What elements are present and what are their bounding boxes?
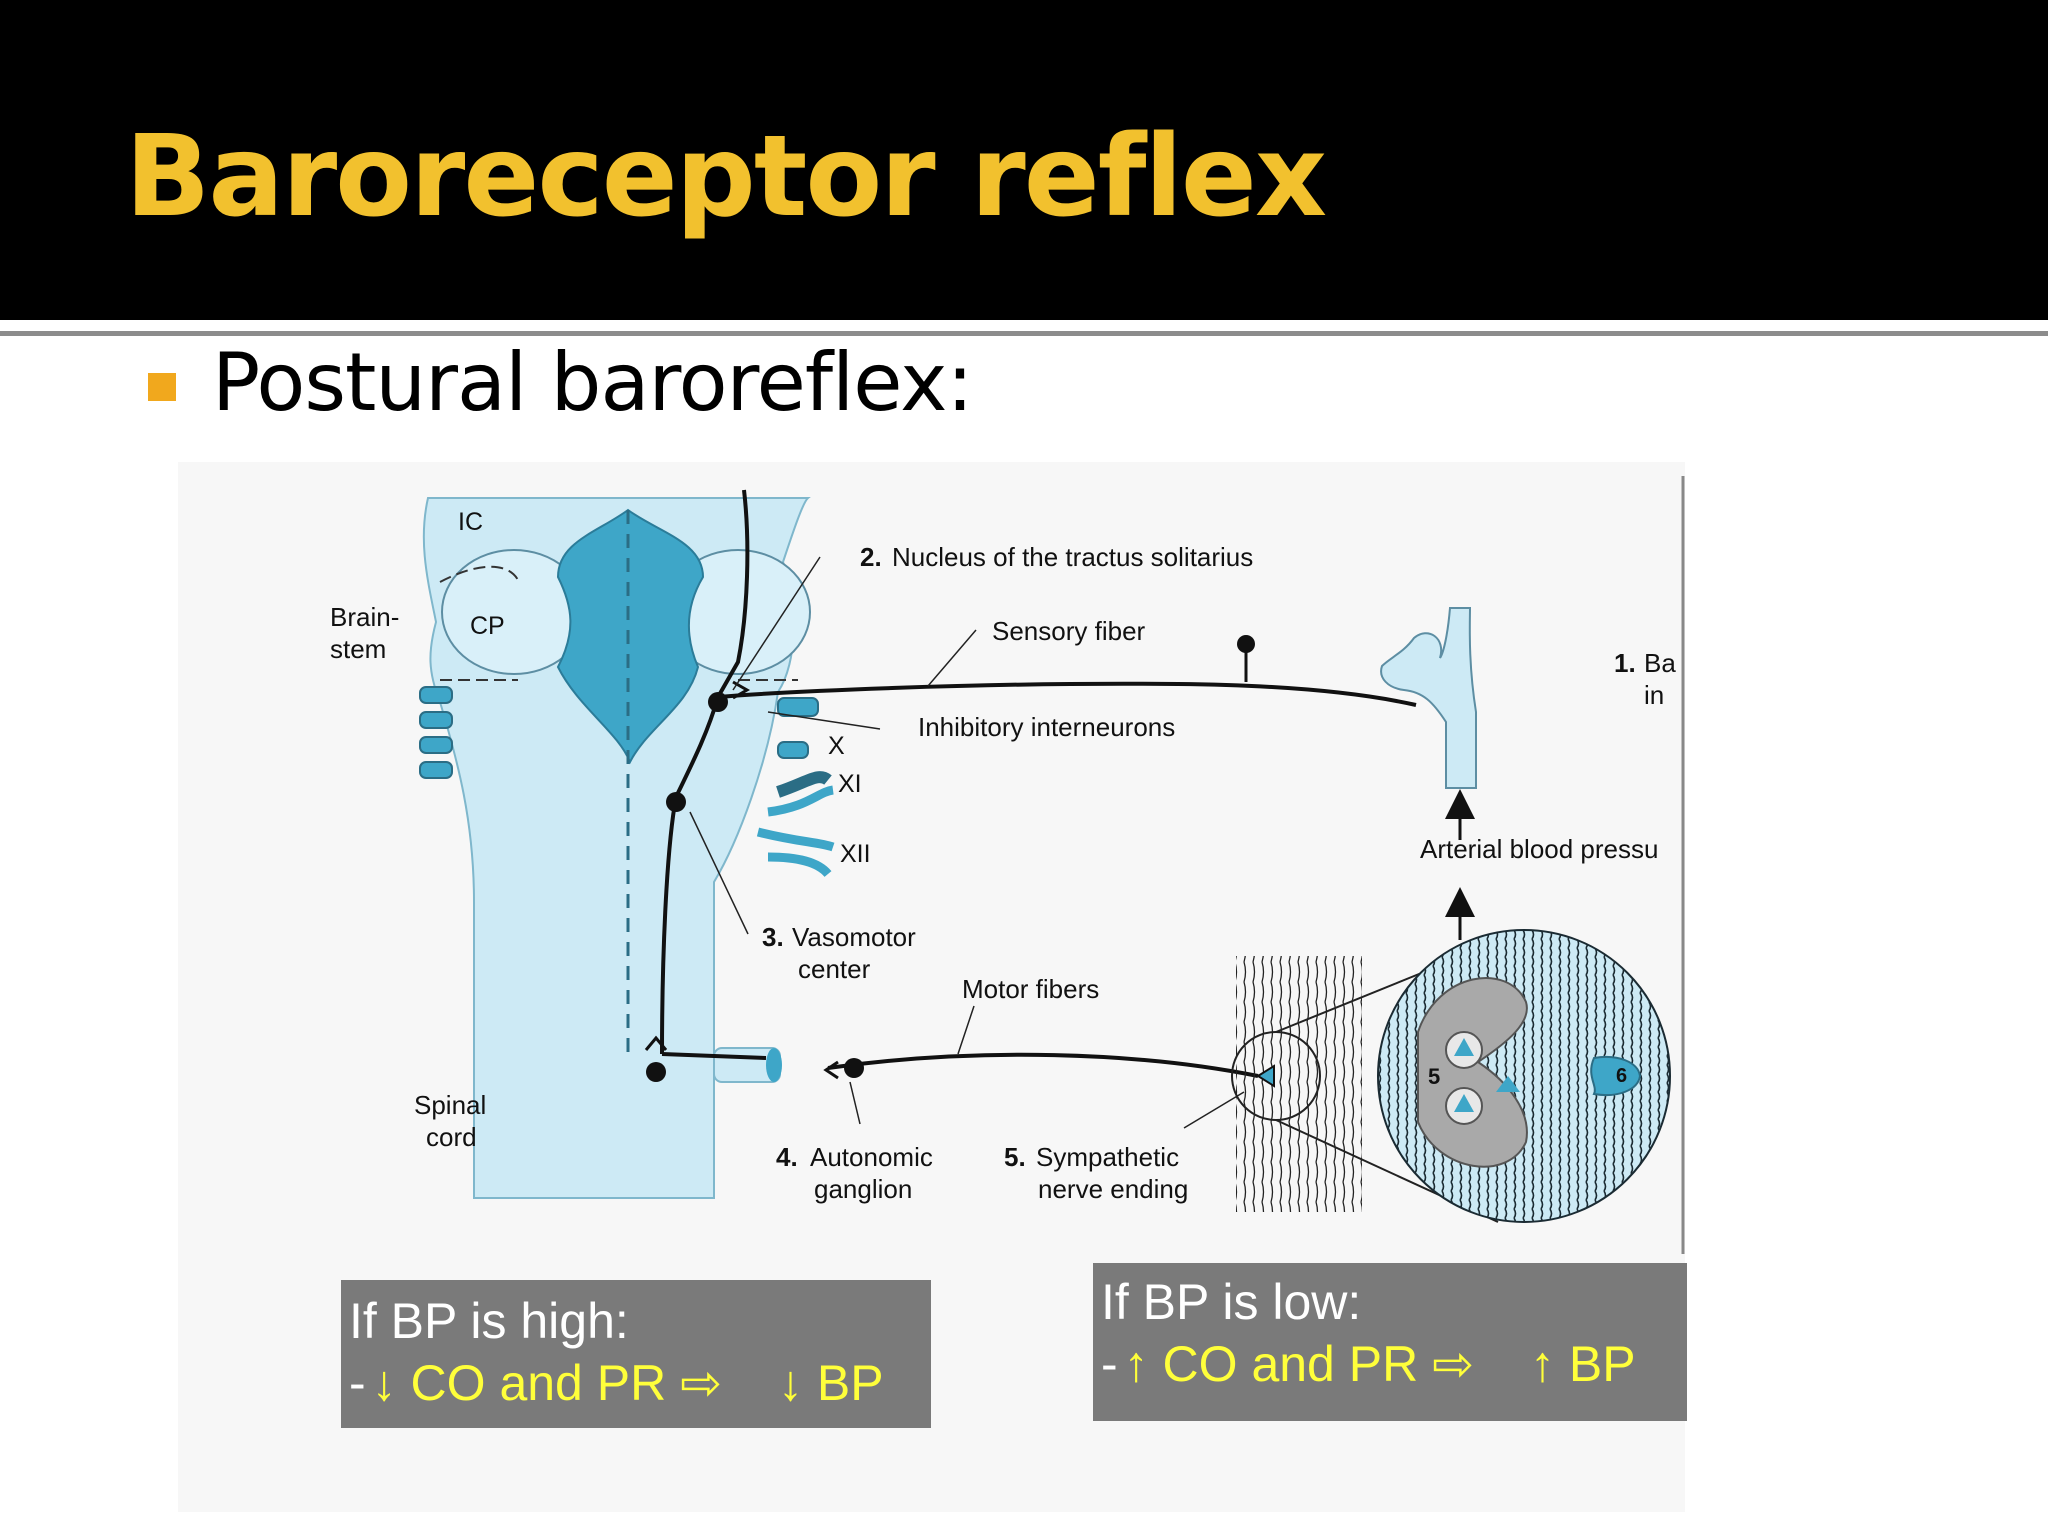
label-cp: CP <box>470 612 505 640</box>
label-nerve-xii: XII <box>840 840 871 868</box>
callout-high-dash: - <box>349 1355 366 1411</box>
callout-bp-low: If BP is low: - ↑ CO and PR ⇨ ↑ BP <box>1093 1263 1687 1421</box>
title-rule-white <box>0 320 2048 332</box>
label-spinal-1: Spinal <box>414 1090 486 1120</box>
label-cell-6: 6 <box>1616 1065 1627 1087</box>
callout-bp-high: If BP is high: - ↓ CO and PR ⇨ ↓ BP <box>341 1280 931 1428</box>
fourth-ventricle <box>556 508 705 765</box>
blood-vessel-fibers <box>1236 956 1362 1212</box>
label-nerve-xi: XI <box>838 770 862 798</box>
callout-high-effect: ↓ CO and PR ⇨ <box>371 1355 722 1411</box>
callout-low-heading: If BP is low: <box>1101 1274 1362 1330</box>
callout-low-dash: - <box>1101 1336 1118 1392</box>
label-brainstem-2: stem <box>330 634 386 664</box>
label-baro-2: in <box>1644 680 1664 710</box>
label-vasomotor-2: center <box>798 954 871 984</box>
label-spinal-2: cord <box>426 1122 477 1152</box>
title-rule-gray <box>0 331 2048 336</box>
baroreflex-diagram: IC CP Brain- stem Spinal cord 2. Nucleus… <box>330 476 1685 1254</box>
label-ganglion-2: ganglion <box>814 1174 912 1204</box>
label-sympathetic-1: Sympathetic <box>1036 1142 1179 1172</box>
label-arterial-pressure: Arterial blood pressu <box>1420 834 1658 864</box>
label-nts-number: 2. <box>860 542 882 572</box>
receptor-cell <box>1590 1056 1642 1096</box>
label-brainstem-1: Brain- <box>330 602 399 632</box>
callout-high-result: ↓ BP <box>778 1355 884 1411</box>
callout-low-result: ↑ BP <box>1530 1336 1636 1392</box>
label-motor-fibers: Motor fibers <box>962 974 1099 1004</box>
label-nerve-x: X <box>828 732 845 760</box>
bullet-square-icon <box>148 373 176 401</box>
label-ganglion-number: 4. <box>776 1142 798 1172</box>
label-vasomotor-1: Vasomotor <box>792 922 916 952</box>
left-nerve-roots <box>419 686 453 779</box>
bullet-text: Postural baroreflex: <box>212 336 973 429</box>
callout-high-effect-line: - ↓ CO and PR ⇨ ↓ BP <box>349 1352 923 1414</box>
label-baro-1: Ba <box>1644 648 1676 678</box>
title-bar <box>0 0 2048 320</box>
label-cell-5: 5 <box>1428 1064 1440 1089</box>
slide-title: Baroreceptor reflex <box>125 112 1327 242</box>
neural-pathways <box>660 489 1417 1078</box>
label-sympathetic-number: 5. <box>1004 1142 1026 1172</box>
label-sympathetic-2: nerve ending <box>1038 1174 1188 1204</box>
label-baro-number: 1. <box>1614 648 1636 678</box>
callout-high-heading: If BP is high: <box>349 1293 629 1349</box>
neuron-cells <box>646 635 1255 1082</box>
carotid-artery <box>1380 607 1477 789</box>
label-sensory-fiber: Sensory fiber <box>992 616 1146 646</box>
callout-low-effect: ↑ CO and PR ⇨ <box>1123 1336 1474 1392</box>
label-ic: IC <box>458 508 483 536</box>
label-ganglion-1: Autonomic <box>810 1142 933 1172</box>
label-vasomotor-number: 3. <box>762 922 784 952</box>
callout-low-effect-line: - ↑ CO and PR ⇨ ↑ BP <box>1101 1333 1679 1395</box>
label-inhibitory: Inhibitory interneurons <box>918 712 1175 742</box>
label-nts: Nucleus of the tractus solitarius <box>892 542 1253 572</box>
